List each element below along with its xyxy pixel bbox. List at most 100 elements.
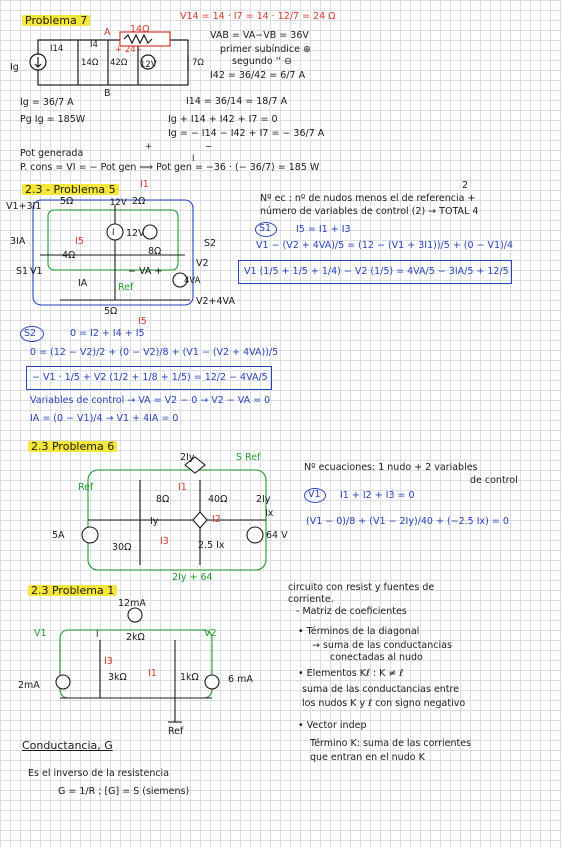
p1-2k: 2kΩ <box>126 632 145 643</box>
p7-i42: I42 = 36/42 = 6/7 A <box>210 70 306 81</box>
p5-r8: 8Ω <box>148 246 162 257</box>
p1-c1: circuito con resist y fuentes de <box>288 582 435 593</box>
p6-neq2: de control <box>470 475 518 486</box>
p7-minus: − <box>205 142 213 152</box>
p1-c4: • Términos de la diagonal <box>298 626 420 637</box>
p5-va: − VA + <box>128 266 163 277</box>
p5-v12: 12V <box>110 198 127 208</box>
p5-boxed1-text: V1 (1/5 + 1/5 + 1/4) − V2 (1/5) = 4VA/5 … <box>244 266 509 277</box>
p7-ig: Ig = 36/7 A <box>20 97 74 108</box>
p7-pg: Pg Ig = 185W <box>20 114 86 125</box>
p5-circuit <box>32 199 194 306</box>
p1-ref: Ref <box>168 726 184 737</box>
p6-i2: I2 <box>212 514 221 525</box>
p6-v1: V1 <box>308 489 321 500</box>
p5-i1-top: I1 <box>140 179 149 190</box>
p6-v1-circle <box>304 488 326 503</box>
problema-7-title: Problema 7 <box>22 15 91 26</box>
p1-3k: 3kΩ <box>108 672 127 683</box>
p1-c11: Término K: suma de las corrientes <box>310 738 472 749</box>
p1-c12: que entran en el nudo K <box>310 752 425 763</box>
p5-nec2: número de variables de control (2) → TOT… <box>260 206 479 217</box>
p6-circuit <box>81 456 267 571</box>
p5-r2: 2Ω <box>132 196 146 207</box>
p6-i2y: 2Iy <box>180 452 195 463</box>
p7-sum2: Ig = − I14 − I42 + I7 = − 36/7 A <box>168 128 325 139</box>
p5-s2-circle <box>20 326 44 342</box>
p1-circuit <box>55 607 220 723</box>
p5-is: I5 <box>138 316 147 327</box>
p1-il: I1 <box>148 668 157 679</box>
p5-s2-eq: 0 = I2 + I4 + I5 <box>70 328 145 339</box>
p7-i: I <box>192 154 195 164</box>
p1-1k: 1kΩ <box>180 672 199 683</box>
p5-s2-tag: S2 <box>24 328 37 339</box>
p7-circuit <box>29 31 189 86</box>
p7-node-b: B <box>104 88 111 99</box>
p5-s1-eq: I5 = I1 + I3 <box>296 224 351 235</box>
problema-1-title: 2.3 Problema 1 <box>28 585 118 596</box>
p5-s1-tag: S1 <box>259 223 272 234</box>
p5-r5: 5Ω <box>60 196 74 207</box>
p5-ia: IA <box>78 278 88 289</box>
p1-c10: • Vector indep <box>298 720 367 731</box>
p5-ref: Ref <box>118 282 134 293</box>
p1-c3: - Matriz de coeficientes <box>296 606 407 617</box>
p1-c8: suma de las conductancias entre <box>302 684 460 695</box>
p7-primer: primer subíndice ⊕ <box>220 44 311 55</box>
p7-plus: + <box>145 142 153 152</box>
p7-i4-label: I4 <box>90 40 98 50</box>
p5-nec1: Nº ec : nº de nudos menos el de referenc… <box>260 193 476 204</box>
p5-boxed2-text: − V1 · 1/5 + V2 (1/2 + 1/8 + 1/5) = 12/2… <box>32 372 268 383</box>
p1-6ma: 6 mA <box>228 674 253 685</box>
p5-v2: V2 <box>196 258 209 269</box>
p1-2ma: 2mA <box>18 680 40 691</box>
p1-v1: V1 <box>34 628 47 639</box>
p6-r8: 8Ω <box>156 494 170 505</box>
p5-i: I <box>112 228 115 238</box>
p1-v2: V2 <box>204 628 217 639</box>
problema-6-title: 2.3 Problema 6 <box>28 441 118 452</box>
p5-r5b: 5Ω <box>104 306 118 317</box>
p1-i: I <box>96 630 99 640</box>
p6-eq2: (V1 − 0)/8 + (V1 − 2Iy)/40 + (−2.5 Ix) =… <box>306 516 509 527</box>
p5-boxed-eq2 <box>26 366 272 390</box>
p6-5a: 5A <box>52 530 65 541</box>
p6-eq1: I1 + I2 + I3 = 0 <box>340 490 415 501</box>
p1-12ma: 12mA <box>118 598 146 609</box>
p6-r40: 40Ω <box>208 494 228 505</box>
p5-v1-3i1: V1+3I1 <box>6 201 42 212</box>
p5-v2-4va: V2+4VA <box>196 296 235 307</box>
p7-sum1: Ig + I14 + I42 + I7 = 0 <box>168 114 278 125</box>
p7-i14eq: I14 = 36/14 = 18/7 A <box>186 96 288 107</box>
p1-c5: → suma de las conductancias <box>312 640 452 651</box>
p5-v1: V1 <box>30 266 43 277</box>
p7-node-a: A <box>104 27 111 38</box>
p1-c2: corriente. <box>288 594 334 605</box>
p6-bottom: 2Iy + 64 <box>172 572 213 583</box>
p1-c6: conectadas al nudo <box>330 652 423 663</box>
p7-plus24: + 24 - <box>115 45 142 55</box>
p7-r7: 7Ω <box>192 58 204 68</box>
p7-r42: 42Ω <box>110 58 128 68</box>
p7-vab: VAB = VA−VB = 36V <box>210 30 309 41</box>
conductancia-title: Conductancia, G <box>22 739 113 752</box>
p1-c9: los nudos K y ℓ con signo negativo <box>302 698 466 709</box>
p6-ix: Ix <box>265 508 274 519</box>
p5-s1-line: V1 − (V2 + 4VA)/5 = (12 − (V1 + 3I1))/5 … <box>256 240 514 251</box>
p7-ig-label: Ig <box>10 62 19 73</box>
p6-ref: Ref <box>78 482 94 493</box>
p7-segundo: segundo '' ⊖ <box>232 56 292 67</box>
problema-5-title: 2.3 - Problema 5 <box>22 184 119 195</box>
p1-c7: • Elementos Kℓ : K ≠ ℓ <box>298 668 404 679</box>
p6-r30: 30Ω <box>112 542 132 553</box>
p6-sref: S Ref <box>236 452 261 463</box>
conductancia-l1: Es el inverso de la resistencia <box>28 768 170 779</box>
p6-i3: I3 <box>160 536 169 547</box>
p6-64v: 64 V <box>266 530 288 541</box>
p5-s1: S1 <box>16 266 29 277</box>
p5-s1-circle <box>255 222 277 237</box>
p7-pcons: P. cons = VI = − Pot gen ⟹ Pot gen = −36… <box>20 162 320 173</box>
